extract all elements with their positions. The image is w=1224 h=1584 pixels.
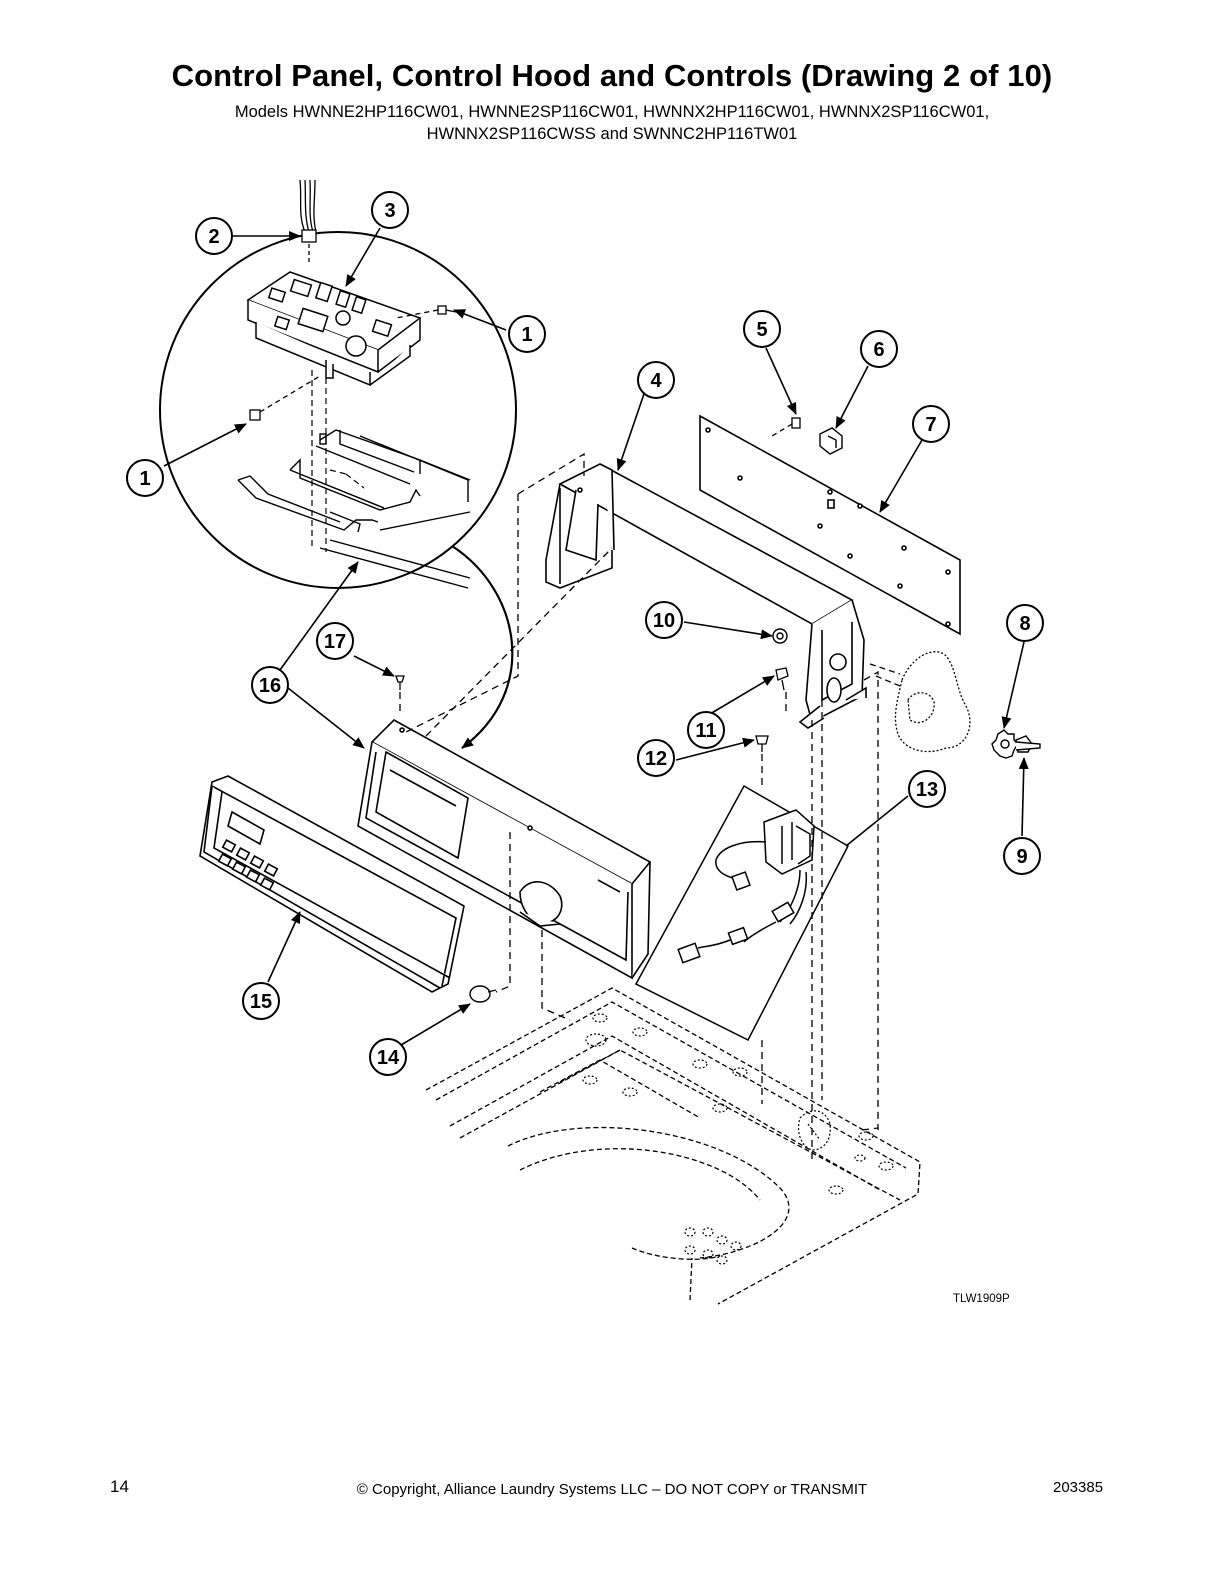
- callout-8-label: 8: [1019, 613, 1030, 635]
- screw-illustration-lower: [249, 375, 321, 421]
- callout-10-label: 10: [653, 610, 675, 632]
- bolt-9-illustration: [1015, 735, 1041, 753]
- control-hood-illustration: [545, 463, 867, 729]
- screw-5-illustration: [771, 417, 801, 437]
- callout-5: 5: [743, 310, 781, 348]
- detail-to-panel-curve: [451, 545, 514, 749]
- document-number: 203385: [1053, 1479, 1104, 1496]
- callout-1b-label: 1: [139, 468, 150, 490]
- callout-7-label: 7: [925, 414, 936, 436]
- callout-9: 9: [1003, 837, 1041, 875]
- rear-panel-illustration: [699, 414, 961, 636]
- callout-3-label: 3: [384, 200, 395, 222]
- callout-2: 2: [195, 217, 233, 255]
- detail-magnifier-circle: [159, 231, 517, 589]
- control-overlay-illustration: [199, 775, 465, 993]
- dashed-alignment-lines-circle: [311, 370, 365, 552]
- cabinet-top-illustration: [425, 987, 921, 1305]
- control-panel-frame-illustration: [357, 719, 652, 980]
- models-line-1: Models HWNNE2HP116CW01, HWNNE2SP116CW01,…: [234, 103, 990, 121]
- nut-10-illustration: [772, 628, 788, 644]
- screw-11-illustration: [775, 667, 789, 691]
- page-number: 14: [110, 1477, 129, 1496]
- callout-9-label: 9: [1016, 846, 1027, 868]
- screw-12-illustration: [755, 735, 769, 752]
- callout-14: 14: [369, 1038, 407, 1076]
- knob-housing-illustration: [869, 651, 971, 753]
- callout-15-label: 15: [250, 991, 272, 1013]
- callout-16: 16: [251, 666, 289, 704]
- control-board-illustration: [246, 271, 422, 387]
- callout-2-label: 2: [208, 226, 219, 248]
- callout-1b: 1: [126, 459, 164, 497]
- gear-washer-8-illustration: [991, 729, 1019, 759]
- callout-1a: 1: [508, 315, 546, 353]
- clip-6-illustration: [819, 427, 843, 455]
- knob-screw-14-illustration: [469, 985, 497, 1003]
- figure-id: TLW1909P: [953, 1293, 1010, 1305]
- callout-5-label: 5: [756, 319, 767, 341]
- mounting-bracket-illustration: [237, 429, 471, 589]
- callout-6: 6: [860, 330, 898, 368]
- callout-4-label: 4: [650, 370, 662, 392]
- callout-10: 10: [645, 601, 683, 639]
- copyright-notice: © Copyright, Alliance Laundry Systems LL…: [356, 1481, 868, 1498]
- callout-7: 7: [912, 405, 950, 443]
- callout-13-label: 13: [916, 779, 938, 801]
- callout-17-label: 17: [324, 631, 346, 653]
- callout-11: 11: [687, 711, 725, 749]
- page-title: Control Panel, Control Hood and Controls…: [171, 58, 1053, 93]
- callout-15: 15: [242, 982, 280, 1020]
- callout-14-label: 14: [377, 1047, 400, 1069]
- transformer-harness-illustration: [634, 784, 849, 1042]
- callout-4: 4: [637, 361, 675, 399]
- callout-16-label: 16: [259, 675, 281, 697]
- callout-17: 17: [316, 622, 354, 660]
- callout-12: 12: [637, 739, 675, 777]
- callout-1a-label: 1: [521, 324, 532, 346]
- callout-11-label: 11: [695, 720, 716, 742]
- callout-6-label: 6: [873, 339, 884, 361]
- callout-8: 8: [1006, 604, 1044, 642]
- models-line-2: HWNNX2SP116CWSS and SWNNC2HP116TW01: [426, 125, 798, 143]
- callout-12-label: 12: [645, 748, 667, 770]
- cabinet-holes-illustration: [582, 1013, 894, 1265]
- leader-lines: [163, 227, 1029, 1049]
- callout-13: 13: [908, 770, 946, 808]
- screw-17-illustration: [395, 675, 405, 690]
- wire-harness-illustration: [299, 179, 317, 262]
- callout-3: 3: [371, 191, 409, 229]
